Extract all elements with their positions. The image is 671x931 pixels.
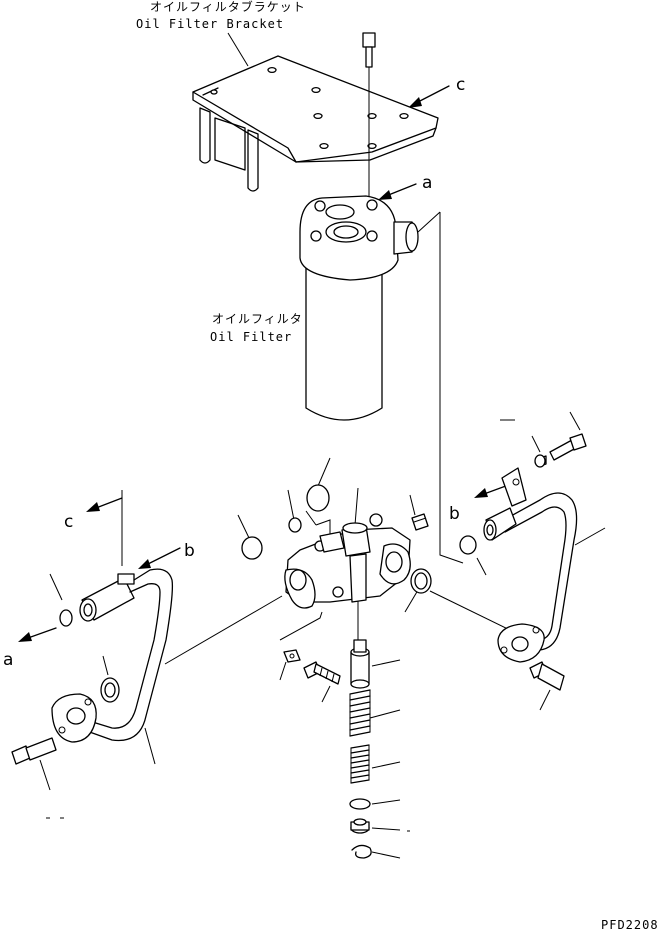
small-gasket: [283, 649, 301, 663]
arrow-b-left: [138, 547, 181, 569]
ref-b-left: b: [184, 541, 195, 561]
bracket-label-en: Oil Filter Bracket: [136, 17, 284, 31]
left-oil-pipe: [11, 568, 174, 765]
drawing-code: PFD2208: [601, 918, 659, 931]
oil-filter-bracket: [192, 55, 439, 192]
oil-filter: [299, 195, 419, 421]
bracket-label-jp: オイルフィルタブラケット: [150, 0, 306, 14]
o-ring-top: [306, 484, 330, 512]
o-ring-small: [288, 517, 302, 533]
ref-c-top: c: [456, 75, 465, 95]
right-oil-pipe: [483, 433, 587, 691]
filter-base-housing: [284, 513, 411, 609]
o-ring-right: [459, 535, 477, 555]
arrow-c-top: [408, 85, 450, 108]
relief-valve-stack: [349, 639, 372, 859]
filter-label-jp: オイルフィルタ: [212, 312, 303, 326]
arrow-a-top: [378, 183, 417, 200]
o-ring-left: [241, 536, 263, 560]
housing-bolt: [303, 661, 341, 685]
ref-a-left: a: [3, 650, 13, 670]
filter-label-en: Oil Filter: [210, 330, 292, 344]
bracket-bolt: [362, 32, 376, 205]
arrow-a-left: [18, 627, 57, 642]
arrow-c-left: [86, 497, 123, 512]
ref-c-left: c: [64, 512, 73, 532]
gasket-ring: [410, 568, 432, 594]
plug-screw: [411, 513, 429, 531]
ref-a-top: a: [422, 173, 432, 193]
ref-b-right: b: [449, 504, 460, 524]
